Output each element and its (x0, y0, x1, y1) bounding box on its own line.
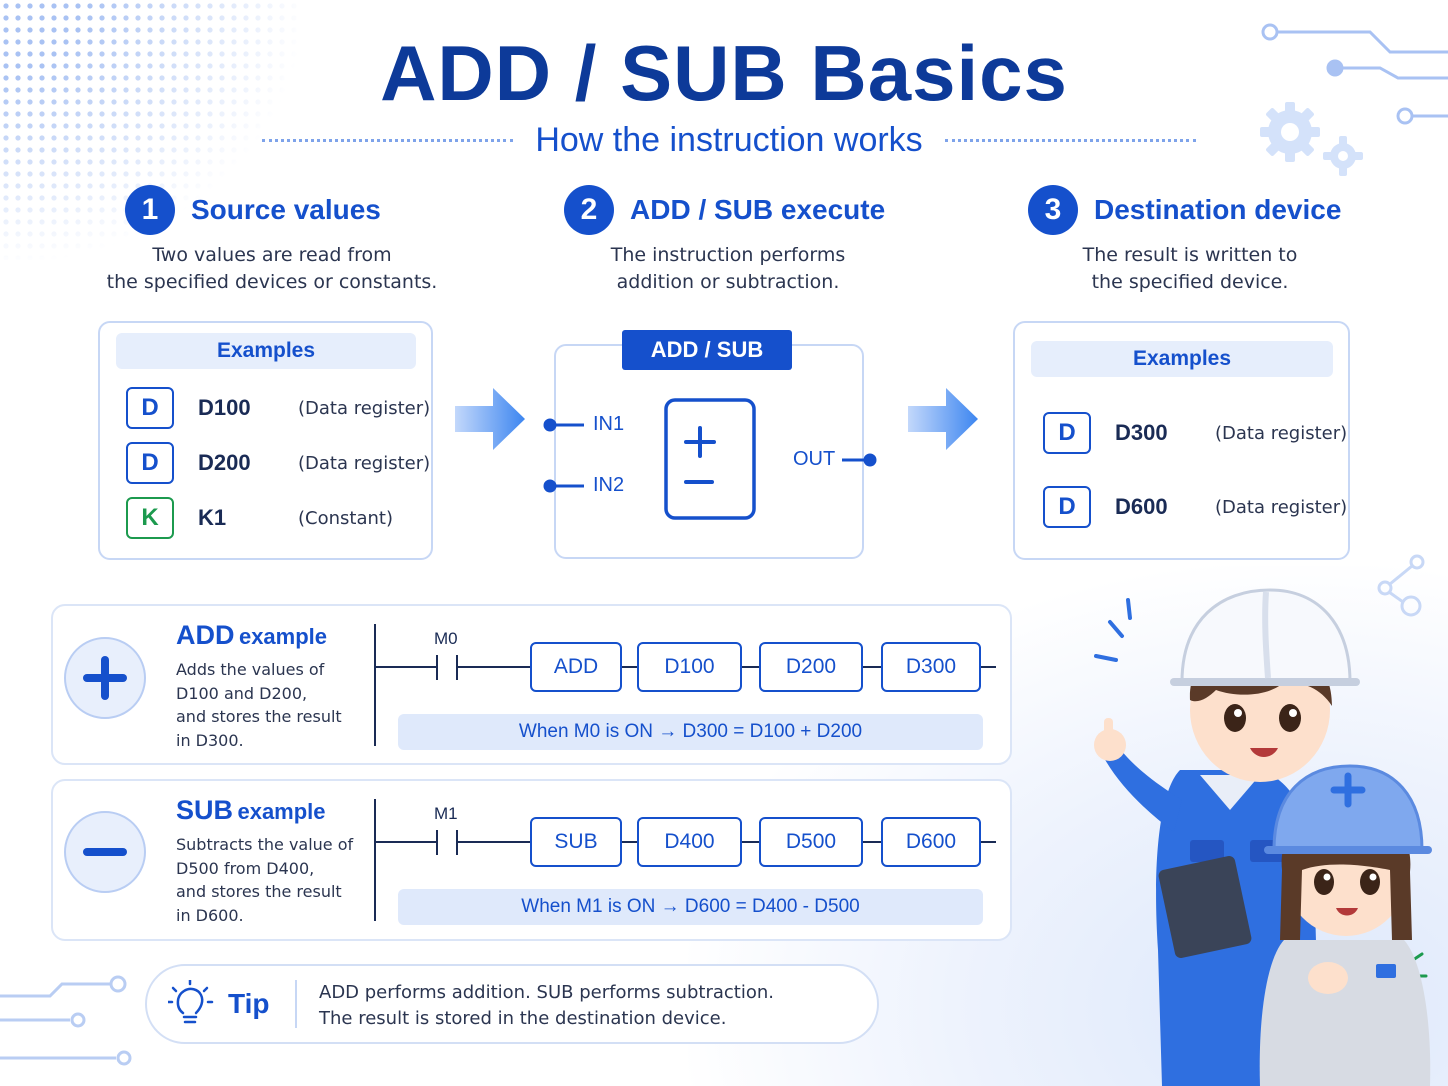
input-1-label: IN1 (593, 413, 625, 435)
destination-box: D600 (881, 817, 981, 867)
example-row: D D100 (Data register) (126, 387, 430, 429)
device-name: D200 (198, 450, 251, 475)
sub-example-description: Subtracts the value of D500 from D400, a… (176, 833, 366, 927)
example-row: D D600 (Data register) (1043, 486, 1347, 528)
source-examples-card: Examples D D100 (Data register) D D200 (… (98, 321, 433, 560)
device-name: D600 (1115, 494, 1168, 519)
step-title: Source values (191, 194, 381, 225)
example-title-main: ADD (176, 620, 235, 650)
device-description: (Data register) (1215, 422, 1348, 444)
operation-pins (543, 418, 877, 493)
step-desc-line: The instruction performs (610, 244, 846, 266)
tip-box (145, 964, 879, 1044)
operand-box: D400 (637, 817, 742, 867)
tip-line: ADD performs addition. SUB performs subt… (319, 982, 774, 1003)
description-line: in D300. (176, 730, 244, 750)
example-title-sub: example (238, 624, 328, 649)
gear-icon (1260, 102, 1363, 176)
instruction-box: SUB (530, 817, 622, 867)
description-line: in D600. (176, 905, 244, 925)
device-name: K1 (198, 505, 227, 530)
operation-label: ADD / SUB (622, 330, 792, 370)
circuit-decoration-bottom (0, 975, 132, 1066)
plus-minus-icon (664, 398, 756, 520)
description-line: D500 from D400, (176, 858, 315, 878)
operand-box: D200 (759, 642, 863, 692)
device-name: D100 (198, 395, 251, 420)
step-3-header: 3 Destination device (1028, 185, 1341, 235)
constant-badge: K (126, 497, 174, 539)
step-desc-line: The result is written to (1082, 244, 1298, 266)
tip-divider (295, 980, 297, 1028)
device-description: (Data register) (298, 397, 431, 419)
sub-formula: When M1 is ON → D600 = D400 - D500 (398, 889, 983, 925)
step-desc-line: the specified devices or constants. (106, 271, 438, 293)
add-ladder-rung (374, 624, 996, 746)
device-badge: D (1043, 486, 1091, 528)
operand-box: D100 (637, 642, 742, 692)
output-label: OUT (793, 448, 836, 470)
examples-label: Examples (116, 333, 416, 369)
add-example-title: ADD example (176, 620, 327, 651)
arrow-right-icon (455, 388, 525, 450)
circuit-decoration (1261, 23, 1448, 125)
lightbulb-icon (168, 980, 214, 1024)
step-desc-line: the specified device. (1091, 271, 1289, 293)
step-desc-line: Two values are read from (152, 244, 392, 266)
step-number: 3 (1028, 185, 1078, 235)
step-2-header: 2 ADD / SUB execute (564, 185, 885, 235)
example-title-sub: example (237, 799, 326, 824)
dotted-divider-right (944, 138, 1196, 142)
example-title-main: SUB (176, 795, 234, 825)
description-line: D100 and D200, (176, 683, 308, 703)
step-1-description: Two values are read from the specified d… (92, 242, 452, 296)
tip-line: The result is stored in the destination … (319, 1008, 727, 1029)
page-subtitle: How the instruction works (535, 120, 923, 159)
subtitle-row: How the instruction works (262, 118, 1196, 162)
arrow-right-icon (908, 388, 978, 450)
description-line: Adds the values of (176, 660, 325, 679)
input-2-label: IN2 (593, 474, 625, 496)
tip-label: Tip (228, 988, 270, 1019)
step-3-description: The result is written to the specified d… (1010, 242, 1370, 296)
step-title: Destination device (1094, 194, 1342, 225)
step-1-header: 1 Source values (125, 185, 381, 235)
step-2-description: The instruction performs addition or sub… (548, 242, 908, 296)
engineer-mascots-illustration (1094, 588, 1432, 1086)
plus-icon (64, 637, 146, 719)
device-badge: D (126, 387, 174, 429)
step-desc-line: addition or subtraction. (616, 271, 840, 293)
example-row: D D200 (Data register) (126, 442, 430, 484)
device-description: (Constant) (298, 507, 393, 529)
description-line: and stores the result (176, 707, 342, 726)
destination-box: D300 (881, 642, 981, 692)
tip-text: ADD performs addition. SUB performs subt… (319, 980, 859, 1032)
device-description: (Data register) (1215, 496, 1348, 518)
step-title: ADD / SUB execute (630, 194, 886, 225)
dotted-divider-left (262, 138, 514, 142)
network-decoration (1377, 554, 1425, 617)
page-title: ADD / SUB Basics (380, 29, 1068, 117)
sub-ladder-rung (374, 799, 996, 921)
device-badge: D (1043, 412, 1091, 454)
minus-icon (64, 811, 146, 893)
description-line: Subtracts the value of (176, 835, 354, 854)
destination-examples-card: Examples D D300 (Data register) D D600 (… (1013, 321, 1350, 560)
device-description: (Data register) (298, 452, 431, 474)
sub-example-title: SUB example (176, 795, 326, 826)
operand-box: D500 (759, 817, 863, 867)
contact-label: M1 (434, 804, 458, 823)
step-number: 2 (564, 185, 614, 235)
description-line: and stores the result (176, 882, 342, 901)
step-number: 1 (125, 185, 175, 235)
example-row: D D300 (Data register) (1043, 412, 1347, 454)
instruction-box: ADD (530, 642, 622, 692)
device-badge: D (126, 442, 174, 484)
add-example-description: Adds the values of D100 and D200, and st… (176, 658, 366, 752)
add-formula: When M0 is ON → D300 = D100 + D200 (398, 714, 983, 750)
contact-label: M0 (434, 629, 458, 648)
examples-label: Examples (1031, 341, 1333, 377)
example-row: K K1 (Constant) (126, 497, 393, 539)
device-name: D300 (1115, 420, 1168, 445)
